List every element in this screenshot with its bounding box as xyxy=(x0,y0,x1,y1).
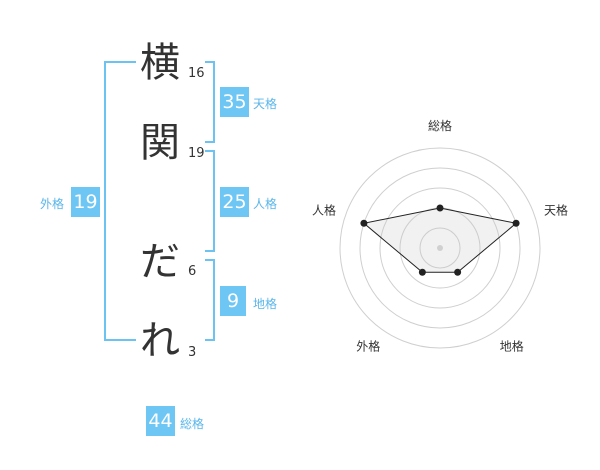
soukaku-value-box: 44 xyxy=(146,406,175,436)
radar-point-3 xyxy=(418,268,426,276)
radar-axis-label-1: 天格 xyxy=(544,202,568,217)
radar-point-0 xyxy=(436,204,444,212)
name-char-2: 関 xyxy=(140,120,180,166)
radar-data-polygon xyxy=(362,207,518,273)
jinkaku-value-box: 25 xyxy=(220,187,249,217)
stroke-count-1: 16 xyxy=(188,66,205,81)
chikaku-bracket xyxy=(205,259,215,341)
radar-point-4 xyxy=(360,219,368,227)
chikaku-label: 地格 xyxy=(253,297,278,311)
gaikaku-label: 外格 xyxy=(40,197,65,211)
name-char-4: れ xyxy=(140,318,180,364)
radar-data-points xyxy=(360,204,520,276)
stroke-count-4: 3 xyxy=(188,345,197,360)
radar-axis-label-3: 外格 xyxy=(356,339,380,354)
radar-ring-5 xyxy=(339,147,541,349)
soukaku-label: 総格 xyxy=(180,417,205,431)
radar-axis-label-2: 地格 xyxy=(500,339,524,354)
stroke-count-2: 19 xyxy=(188,146,205,161)
radar-point-1 xyxy=(512,219,520,227)
jinkaku-bracket xyxy=(205,150,215,252)
radar-axis-label-0: 総格 xyxy=(428,118,452,133)
jinkaku-label: 人格 xyxy=(253,197,278,211)
chikaku-value-box: 9 xyxy=(220,286,246,316)
radar-point-2 xyxy=(454,268,462,276)
tenkaku-label: 天格 xyxy=(253,97,278,111)
radar-ring-3 xyxy=(379,187,501,309)
radar-ring-4 xyxy=(359,167,521,329)
radar-ring-1 xyxy=(419,227,461,269)
tenkaku-value-box: 35 xyxy=(220,87,249,117)
stroke-count-3: 6 xyxy=(188,264,197,279)
tenkaku-bracket xyxy=(205,61,215,143)
radar-axis-label-4: 人格 xyxy=(312,202,336,217)
gaikaku-bracket xyxy=(104,61,136,341)
name-char-3: だ xyxy=(140,239,180,285)
radar-center-dot xyxy=(437,245,443,251)
gaikaku-value-box: 19 xyxy=(71,187,100,217)
name-char-1: 横 xyxy=(140,40,180,86)
